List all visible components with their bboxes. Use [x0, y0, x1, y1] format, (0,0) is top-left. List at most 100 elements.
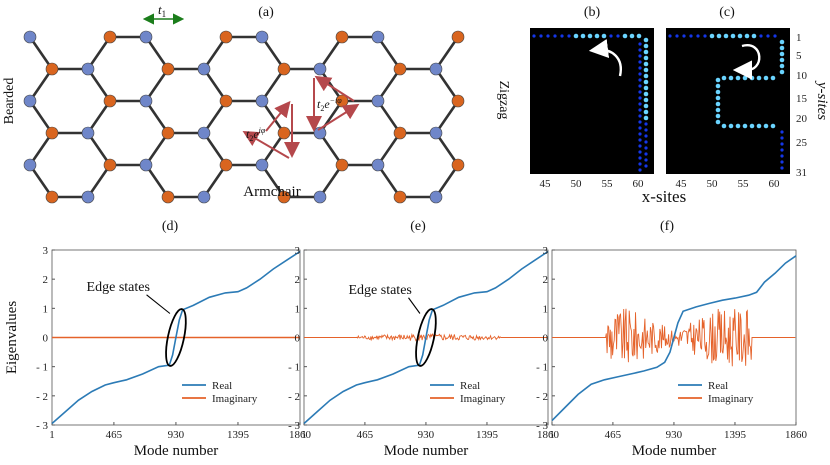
heatmap-c-cell — [744, 33, 750, 39]
heatmap-x-tick: 45 — [676, 178, 688, 190]
y-tick-label: 0 — [43, 333, 49, 345]
lattice-bond — [376, 132, 402, 166]
heatmap-c-cell — [668, 34, 672, 38]
heatmap-x-tick: 50 — [571, 178, 583, 190]
lattice-bond — [86, 164, 112, 198]
heatmap-c-cell — [780, 166, 784, 170]
heatmap-c-cell — [756, 123, 762, 129]
heatmap-b-cell — [644, 164, 648, 168]
heatmap-y-tick: 25 — [796, 137, 808, 149]
lattice-site-a — [255, 94, 269, 108]
lattice-site-b — [393, 126, 407, 140]
lattice-bond — [318, 164, 344, 198]
y-tick-label: - 3 — [36, 420, 48, 432]
heatmap-b-cell — [644, 158, 648, 162]
y-axis-label: Eigenvalues — [4, 301, 20, 374]
y-tick-label: 3 — [43, 245, 49, 257]
x-tick-label: 930 — [168, 429, 185, 441]
x-tick-label: 1395 — [476, 429, 499, 441]
lattice-bond — [434, 132, 460, 166]
legend-label-imaginary: Imaginary — [212, 393, 258, 405]
heatmap-b-cell — [644, 146, 648, 150]
heatmap-c-cell — [780, 154, 784, 158]
lattice-site-b — [335, 158, 349, 172]
heatmap-c-cell — [780, 136, 784, 140]
lattice-site-a — [197, 126, 211, 140]
heatmap-x-tick: 45 — [540, 178, 552, 190]
lattice-bond — [86, 100, 112, 134]
heatmap-c-cell — [770, 123, 776, 129]
heatmap-c-cell — [742, 75, 748, 81]
edge-label-bearded: Bearded — [2, 78, 17, 125]
lattice-site-b — [103, 30, 117, 44]
lattice-bond — [28, 68, 54, 102]
lattice-bond — [434, 68, 460, 102]
heatmap-y-tick: 15 — [796, 93, 808, 105]
x-tick-label: 465 — [605, 429, 622, 441]
heatmap-c-cell — [715, 101, 721, 107]
x-tick-label: 465 — [357, 429, 374, 441]
lattice-site-b — [451, 94, 465, 108]
heatmap-c-cell — [779, 39, 785, 45]
heatmap-b-cell — [638, 156, 642, 160]
edge-label-zigzag: Zigzag — [496, 81, 511, 120]
lattice-site-b — [161, 126, 175, 140]
lattice-bond — [318, 100, 344, 134]
edge-states-ellipse — [415, 308, 437, 367]
y-tick-label: 2 — [43, 274, 49, 286]
heatmap-y-tick: 20 — [796, 113, 808, 125]
lattice-site-a — [23, 94, 37, 108]
lattice-site-a — [81, 190, 95, 204]
heatmap-b-cell — [638, 54, 642, 58]
lattice-site-a — [255, 158, 269, 172]
lattice-bond — [434, 36, 460, 70]
series-real — [551, 255, 797, 422]
heatmap-c-cell — [721, 75, 727, 81]
y-tick-label: 1 — [543, 303, 549, 315]
lattice-site-b — [219, 94, 233, 108]
heatmap-b-cell — [560, 34, 564, 38]
heatmap-c-cell — [773, 34, 777, 38]
heatmap-b-cell — [601, 33, 607, 39]
lattice-site-b — [277, 190, 291, 204]
heatmap-b-cell — [643, 73, 649, 79]
annotation-edge-states: Edge states — [87, 280, 150, 295]
lattice-site-a — [371, 158, 385, 172]
heatmap-b-cell — [638, 78, 642, 82]
heatmap-b-cell — [638, 162, 642, 166]
lattice-site-a — [429, 126, 443, 140]
y-tick-label: 0 — [295, 333, 301, 345]
legend-label-real: Real — [708, 380, 728, 392]
heatmap-c-cell — [715, 83, 721, 89]
heatmap-y-tick: 5 — [796, 50, 802, 62]
lattice-bond — [318, 36, 344, 70]
lattice-site-b — [219, 30, 233, 44]
heatmap-b-cell — [644, 134, 648, 138]
y-tick-label: - 2 — [288, 391, 300, 403]
heatmap-b-cell — [643, 49, 649, 55]
heatmap-c-cell — [682, 34, 686, 38]
heatmap-c-cell — [737, 33, 743, 39]
heatmap-c-cell — [742, 123, 748, 129]
lattice-bond — [260, 100, 286, 134]
heatmap-c-cell — [721, 123, 727, 129]
lattice-site-b — [277, 126, 291, 140]
heatmap-y-tick: 1 — [796, 32, 802, 44]
lattice-site-a — [429, 190, 443, 204]
heatmap-b-cell — [643, 67, 649, 73]
heatmap-c-cell — [763, 123, 769, 129]
y-tick-label: 1 — [43, 303, 49, 315]
lattice-site-b — [451, 158, 465, 172]
lattice-site-a — [23, 158, 37, 172]
legend-label-imaginary: Imaginary — [460, 393, 506, 405]
heatmap-b-cell — [539, 34, 543, 38]
lattice-site-a — [429, 62, 443, 76]
x-tick-label: 1395 — [227, 429, 250, 441]
heatmap-y-label: y-sites — [814, 80, 830, 120]
heatmap-b-cell — [638, 72, 642, 76]
panel-label-a: (a) — [258, 5, 274, 20]
heatmap-b-cell — [638, 60, 642, 64]
